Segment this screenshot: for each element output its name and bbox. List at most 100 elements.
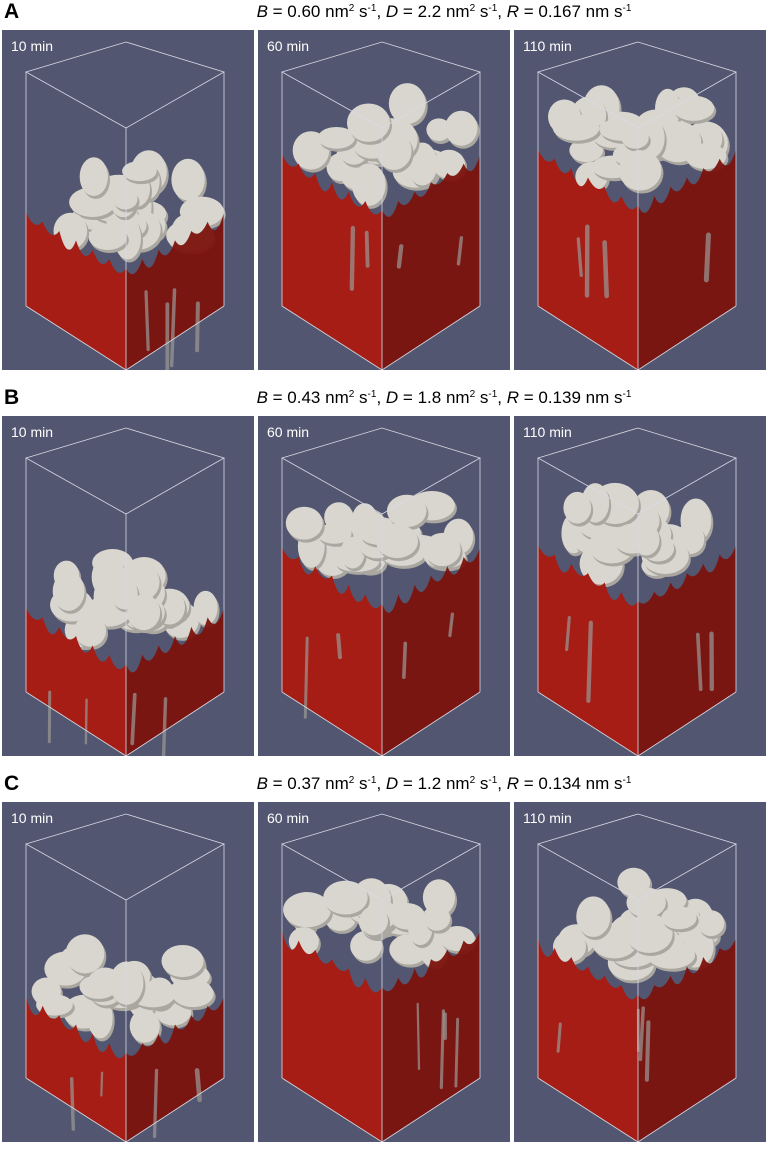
island	[323, 881, 367, 915]
island	[622, 128, 649, 149]
render-canvas	[258, 30, 510, 370]
unit: nm	[325, 2, 349, 21]
island	[445, 111, 478, 146]
island	[122, 161, 157, 181]
render-canvas	[2, 802, 254, 1142]
simulation-panel: 10 min	[2, 30, 254, 370]
r-value: 0.139	[538, 388, 581, 407]
b-value: 0.37	[287, 774, 320, 793]
d-value: 2.2	[418, 2, 442, 21]
panel-letter: C	[4, 772, 19, 796]
island	[360, 906, 388, 935]
island	[172, 980, 214, 1007]
time-label: 110 min	[523, 38, 572, 54]
island	[53, 572, 85, 611]
simulation-render	[282, 814, 480, 1142]
render-canvas	[2, 416, 254, 756]
island	[553, 114, 600, 140]
unit: nm s	[586, 774, 623, 793]
unit: nm	[325, 388, 349, 407]
unit: nm s	[586, 388, 623, 407]
solid-left-face	[282, 548, 382, 756]
island	[698, 910, 725, 936]
r-value: 0.134	[538, 774, 581, 793]
simulation-render	[26, 814, 224, 1142]
b-value: 0.43	[287, 388, 320, 407]
island	[194, 591, 218, 625]
island	[161, 945, 203, 977]
island	[673, 96, 714, 121]
island	[127, 594, 160, 630]
island	[130, 1009, 160, 1042]
b-value: 0.60	[287, 2, 320, 21]
render-canvas	[514, 30, 766, 370]
simulation-render	[26, 42, 226, 370]
surface-islands	[561, 483, 713, 588]
simulation-render	[282, 42, 480, 370]
render-canvas	[258, 802, 510, 1142]
unit: nm	[446, 388, 470, 407]
island	[286, 507, 323, 540]
simulation-render	[26, 428, 224, 756]
island	[74, 615, 106, 647]
figure-row-c: C B = 0.37 nm2 s-1, D = 1.2 nm2 s-1, R = …	[0, 772, 768, 1154]
simulation-panel: 60 min	[258, 416, 510, 756]
panel-letter: B	[4, 386, 19, 410]
simulation-panel: 60 min	[258, 30, 510, 370]
time-label: 110 min	[523, 424, 572, 440]
simulation-panel: 10 min	[2, 802, 254, 1142]
time-label: 10 min	[11, 810, 53, 826]
r-value: 0.167	[538, 2, 581, 21]
simulation-render	[538, 428, 736, 756]
island	[66, 934, 105, 973]
island	[576, 896, 610, 937]
island	[171, 159, 204, 201]
simulation-panel: 110 min	[514, 416, 766, 756]
parameter-caption: B = 0.60 nm2 s-1, D = 2.2 nm2 s-1, R = 0…	[120, 2, 768, 22]
unit: nm	[446, 774, 470, 793]
simulation-panel: 110 min	[514, 30, 766, 370]
d-value: 1.2	[418, 774, 442, 793]
time-label: 60 min	[267, 810, 309, 826]
island	[424, 533, 461, 566]
parameter-caption: B = 0.43 nm2 s-1, D = 1.8 nm2 s-1, R = 0…	[120, 388, 768, 408]
render-canvas	[258, 416, 510, 756]
panel-letter: A	[4, 0, 19, 24]
island	[619, 150, 662, 190]
simulation-panel: 10 min	[2, 416, 254, 756]
unit: nm	[325, 774, 349, 793]
island	[424, 906, 451, 931]
figure-row-a: A B = 0.60 nm2 s-1, D = 2.2 nm2 s-1, R = …	[0, 0, 768, 382]
simulation-render	[538, 42, 736, 370]
render-canvas	[514, 416, 766, 756]
island	[352, 163, 386, 205]
d-value: 1.8	[418, 388, 442, 407]
render-canvas	[2, 30, 254, 370]
time-label: 10 min	[11, 38, 53, 54]
unit: nm	[446, 2, 470, 21]
time-label: 60 min	[267, 424, 309, 440]
island	[626, 887, 665, 917]
unit: s	[359, 388, 368, 407]
island	[113, 189, 138, 209]
island	[80, 157, 108, 196]
time-label: 60 min	[267, 38, 309, 54]
parameter-caption: B = 0.37 nm2 s-1, D = 1.2 nm2 s-1, R = 0…	[120, 774, 768, 794]
unit: s	[359, 2, 368, 21]
simulation-render	[282, 428, 480, 756]
island	[633, 524, 660, 556]
island	[347, 103, 390, 141]
island	[661, 906, 696, 929]
surface-islands	[286, 491, 475, 579]
island	[110, 961, 144, 1004]
island	[89, 225, 127, 250]
island	[563, 492, 591, 524]
figure-row-b: B B = 0.43 nm2 s-1, D = 1.8 nm2 s-1, R = …	[0, 386, 768, 768]
solid-right-face	[382, 548, 480, 756]
time-label: 10 min	[11, 424, 53, 440]
simulation-render	[538, 814, 736, 1142]
unit: nm s	[586, 2, 623, 21]
simulation-panel: 110 min	[514, 802, 766, 1142]
unit: s	[359, 774, 368, 793]
simulation-panel: 60 min	[258, 802, 510, 1142]
